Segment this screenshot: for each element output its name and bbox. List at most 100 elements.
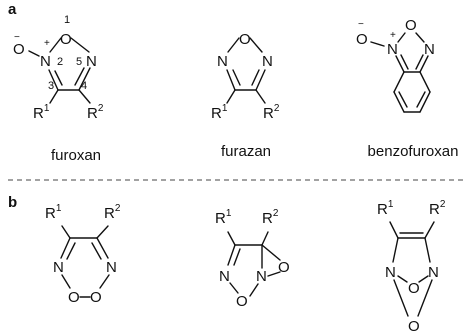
b3-atom-n-left: N (385, 264, 396, 281)
b2-r2: R2 (262, 208, 279, 227)
b2-bond-c-o-aziridine (261, 244, 281, 261)
b3-r2: R2 (429, 199, 446, 218)
furoxan-bond-n2-c3-double (54, 70, 63, 86)
b2-atom-n-right: N (256, 268, 267, 285)
furoxan-bond-c4-n5 (78, 67, 91, 91)
furazan-r2: R2 (263, 103, 280, 122)
furoxan-bond-n-oxide (28, 50, 40, 57)
furoxan-bond-c4-n5-double (74, 67, 85, 86)
furazan-bond-c-n-right-double (251, 69, 260, 86)
b2-bond-c-r1 (227, 231, 236, 246)
benzofuroxan-atom-o: O (405, 17, 417, 34)
furazan-bond-n-c-left-double (232, 69, 241, 86)
furoxan-r1: R1 (33, 103, 50, 122)
furazan-label: furazan (221, 143, 271, 160)
benzofuroxan-bond-n-c-left (395, 55, 405, 73)
benzofuroxan-bond-o-n-left (397, 32, 406, 43)
furoxan-ring-number-3: 3 (48, 80, 54, 92)
b2-atom-o-aziridine: O (278, 259, 290, 276)
b1-bond-c-n-left (60, 237, 71, 259)
b3-bond-c-n-right (424, 237, 431, 263)
b1-bond-n-o-right (99, 274, 110, 289)
benzofuroxan-plus-charge: + (390, 30, 396, 41)
b1-bond-c-n-right (96, 237, 109, 259)
furoxan-ring-number-5: 5 (76, 56, 82, 68)
b3-bond-n-o-bridge-left (393, 279, 409, 317)
b1-r1: R1 (45, 203, 62, 222)
benzofuroxan-atom-n-right: N (424, 41, 435, 58)
b1-atom-o-right: O (90, 289, 102, 306)
furazan-structure: O N N R1 R2 (211, 31, 280, 122)
benzofuroxan-bond-o-n-right (415, 32, 425, 43)
b3-atom-o-bridge: O (408, 318, 420, 333)
furoxan-bond-c4-r2 (78, 89, 91, 104)
b2-bond-n-o-aziridine (267, 271, 281, 277)
b3-atom-n-right: N (428, 264, 439, 281)
benzofuroxan-oxide-o: O (356, 31, 368, 48)
b3-bond-c-r1 (389, 221, 399, 239)
b2-bond-c-r2 (261, 231, 269, 246)
b3-atom-o-ring: O (408, 280, 420, 297)
isomer-b3-structure: R1 R2 N N O O (377, 199, 446, 333)
benzofuroxan-minus-charge: − (358, 19, 364, 30)
benzofuroxan-atom-n-left: N (387, 41, 398, 58)
furazan-bond-c-n-right (255, 69, 266, 91)
furoxan-ring-number-4: 4 (81, 80, 87, 92)
b1-bond-c-n-right-double (91, 242, 102, 260)
b1-atom-o-left: O (68, 289, 80, 306)
panel-label-b: b (8, 194, 17, 211)
furazan-bond-o-n-left (227, 37, 240, 53)
furazan-bond-n-c-left (226, 69, 236, 91)
furoxan-label: furoxan (51, 147, 101, 164)
furazan-atom-o: O (239, 31, 251, 48)
furoxan-bond-o1-n2 (49, 37, 62, 53)
benzofuroxan-bond-n-oxide (370, 41, 385, 47)
b2-atom-n-left: N (219, 268, 230, 285)
furoxan-bond-o1-n5 (70, 37, 90, 53)
b2-bond-c-n-left-double (233, 248, 241, 266)
furoxan-ring-number-1: 1 (64, 14, 70, 26)
furazan-r1: R1 (211, 103, 228, 122)
benzofuroxan-label: benzofuroxan (368, 143, 459, 160)
furoxan-bond-c3-r1 (49, 89, 59, 104)
b2-atom-o-ring: O (236, 293, 248, 310)
b2-r1: R1 (215, 208, 232, 227)
b1-bond-c-n-left-double (66, 242, 76, 260)
furoxan-r2: R2 (87, 103, 104, 122)
isomer-b2-structure: R1 R2 N O N O (215, 208, 290, 310)
b3-bond-n-o-left (397, 275, 408, 283)
b1-atom-n-left: N (53, 259, 64, 276)
furazan-atom-n-right: N (262, 53, 273, 70)
furazan-atom-n-left: N (217, 53, 228, 70)
b1-r2: R2 (104, 203, 121, 222)
benzofuroxan-bond-n-c-right (419, 55, 429, 73)
b1-bond-c-r2 (96, 225, 109, 239)
b3-bond-o-n-right (418, 275, 429, 283)
b2-bond-n-o (229, 282, 239, 294)
furoxan-atom-n5: N (86, 53, 97, 70)
benzofuroxan-ring-bond-3 (419, 91, 431, 113)
furoxan-atom-o1: O (60, 31, 72, 48)
b1-atom-n-right: N (106, 259, 117, 276)
furoxan-ring-number-2: 2 (57, 56, 63, 68)
benzofuroxan-bond-n-c-left-double (400, 54, 409, 70)
b1-bond-n-o-left (61, 274, 71, 289)
furazan-bond-c-r2 (255, 89, 266, 104)
furoxan-plus-charge: + (44, 38, 50, 49)
b1-bond-c-r1 (61, 225, 71, 239)
furoxan-structure: O N N O − + 1 2 3 4 5 R1 R2 (13, 14, 104, 122)
b3-bond-n-o-bridge-right (417, 279, 433, 317)
isomer-b1-structure: R1 R2 N N O O (45, 203, 121, 306)
b2-bond-c-n-left (227, 244, 236, 266)
benzofuroxan-ring-bond-3-double (416, 91, 426, 108)
b3-bond-c-r2 (424, 221, 435, 239)
b3-bond-c-n-left (392, 237, 399, 263)
furoxan-minus-charge: − (14, 32, 20, 43)
benzofuroxan-ring-bond-5-double (398, 91, 408, 108)
benzofuroxan-bond-n-c-right-double (415, 54, 424, 70)
benzofuroxan-ring-bond-6 (393, 71, 405, 93)
benzofuroxan-ring-bond-2 (419, 71, 431, 93)
b3-r1: R1 (377, 199, 394, 218)
furoxan-bond-n2-c3 (48, 69, 59, 91)
